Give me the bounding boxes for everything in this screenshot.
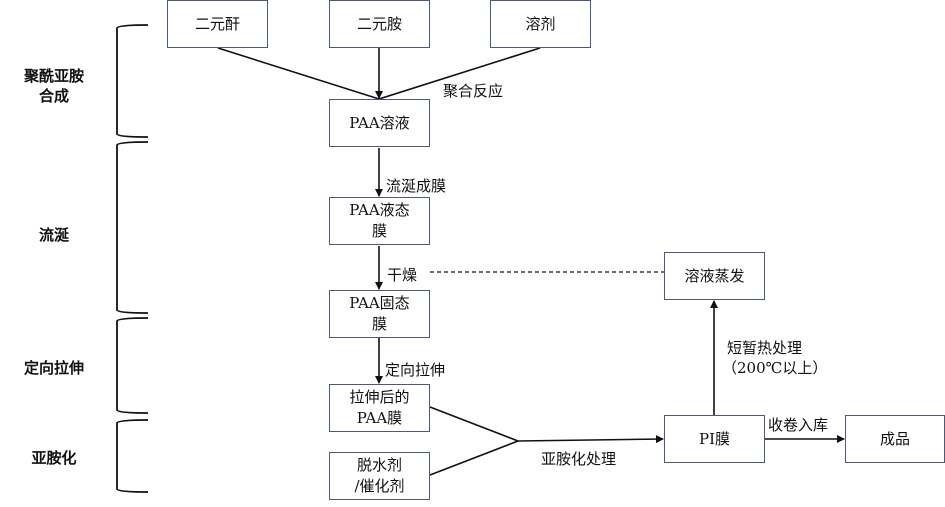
stage-imidization-label: 亚胺化 <box>31 449 77 467</box>
node-solvent: 溶剂 <box>490 0 591 48</box>
node-paa-solid-film: PAA固态膜 <box>329 290 430 338</box>
edge-stretched-merge <box>429 406 519 442</box>
bracket-imidization <box>116 419 149 493</box>
edge-label-winding: 收卷入库 <box>768 416 829 434</box>
bracket-casting <box>116 141 149 314</box>
node-dehydrant-catalyst: 脱水剂/催化剂 <box>329 452 430 500</box>
edge-label-casting: 流涎成膜 <box>386 177 447 195</box>
edge-label-stretching: 定向拉伸 <box>385 361 446 379</box>
edge-dehydrant-merge <box>429 440 519 476</box>
node-text: PAA液态 <box>349 201 410 219</box>
bracket-stretching <box>116 317 149 414</box>
node-diamine: 二元胺 <box>329 0 430 48</box>
stage-casting-label: 流涎 <box>38 226 69 244</box>
stage-label-line: 合成 <box>38 87 69 105</box>
stage-label-line: 聚酰亚胺 <box>23 67 84 85</box>
edge-dianhydride <box>217 47 380 100</box>
edge-label-imidization: 亚胺化处理 <box>541 450 617 468</box>
node-pi-film: PI膜 <box>664 415 765 463</box>
node-solution-evaporation: 溶液蒸发 <box>664 252 765 300</box>
stage-synthesis-label: 聚酰亚胺合成 <box>9 66 99 106</box>
edge-label-drying: 干燥 <box>387 266 418 284</box>
stage-stretching-label: 定向拉伸 <box>23 359 84 377</box>
edge-imidization <box>517 435 664 444</box>
node-stretched-film: 拉伸后的 PAA膜 <box>329 384 430 432</box>
node-text: 膜 <box>371 315 387 333</box>
edge-label-heat-temperature: （200℃以上） <box>722 359 828 377</box>
node-paa-solution: PAA溶液 <box>329 99 430 147</box>
node-text: /催化剂 <box>354 477 405 495</box>
node-text: PAA膜 <box>356 409 403 427</box>
node-text: PAA固态 <box>349 294 410 312</box>
node-text: 拉伸后的 <box>349 388 410 406</box>
edge-label-polymerization: 聚合反应 <box>443 82 504 100</box>
node-text: 膜 <box>371 222 387 240</box>
node-dianhydride: 二元酐 <box>167 0 268 48</box>
node-text: 脱水剂 <box>356 456 402 474</box>
bracket-synthesis <box>116 24 149 138</box>
edge-solvent <box>378 47 541 100</box>
edge-label-heat-treatment: 短暂热处理 <box>727 339 803 357</box>
node-paa-liquid-film: PAA液态膜 <box>329 197 430 245</box>
node-product: 成品 <box>845 415 945 463</box>
